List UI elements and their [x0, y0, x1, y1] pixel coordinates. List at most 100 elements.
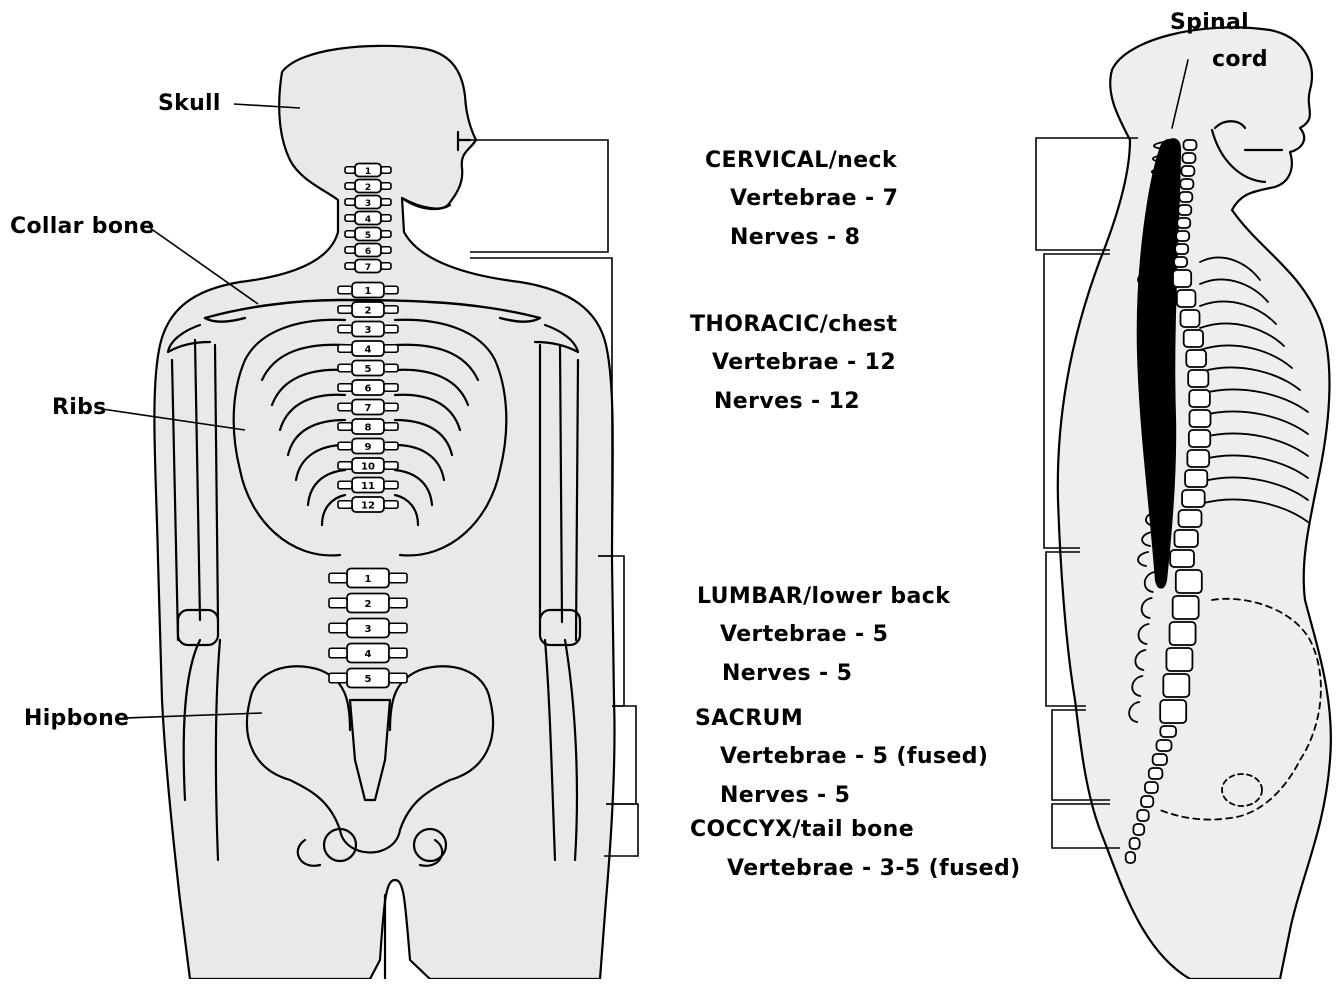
side-vertebra — [1174, 530, 1197, 547]
region-thoracic-vertebrae: Vertebrae - 12 — [712, 350, 896, 375]
side-vertebra — [1153, 754, 1167, 765]
front-vertebra-process-thoracic-7-right — [384, 403, 398, 411]
region-sacrum-nerves: Nerves - 5 — [720, 783, 850, 808]
front-vertebra-number-cervical-3: 3 — [365, 199, 371, 209]
front-vertebra-process-lumbar-4-right — [389, 648, 407, 658]
region-sacrum-title: SACRUM — [695, 706, 803, 731]
side-vertebra — [1163, 674, 1189, 697]
front-vertebra-number-cervical-4: 4 — [365, 215, 371, 225]
front-vertebra-process-lumbar-3-left — [329, 623, 347, 633]
bracket-cervical-front — [470, 140, 608, 252]
front-vertebra-process-thoracic-5-right — [384, 364, 398, 372]
side-vertebra — [1173, 596, 1199, 619]
side-vertebra — [1181, 310, 1200, 327]
front-vertebra-process-thoracic-1-right — [384, 286, 398, 294]
front-vertebra-process-thoracic-9-right — [384, 442, 398, 450]
side-vertebra — [1175, 244, 1188, 254]
front-vertebra-process-cervical-1-right — [381, 167, 391, 174]
front-vertebra-process-cervical-6-left — [345, 247, 355, 254]
side-vertebra — [1141, 796, 1153, 807]
side-vertebra — [1184, 330, 1203, 347]
label-hipbone: Hipbone — [24, 706, 129, 731]
front-vertebra-process-thoracic-12-right — [384, 501, 398, 509]
front-vertebra-process-lumbar-1-left — [329, 573, 347, 583]
front-vertebra-number-lumbar-4: 4 — [365, 649, 372, 660]
region-lumbar-vertebrae: Vertebrae - 5 — [720, 622, 888, 647]
side-vertebra — [1188, 370, 1208, 387]
front-vertebra-process-thoracic-11-right — [384, 481, 398, 489]
front-vertebra-process-thoracic-12-left — [338, 501, 352, 509]
side-vertebra — [1180, 179, 1193, 189]
side-vertebra — [1189, 430, 1210, 447]
side-vertebra — [1160, 700, 1186, 723]
front-vertebra-number-thoracic-5: 5 — [365, 364, 372, 375]
front-vertebra-process-thoracic-8-right — [384, 423, 398, 431]
side-figure — [1058, 27, 1331, 979]
front-vertebra-number-thoracic-4: 4 — [365, 345, 372, 356]
front-vertebra-process-cervical-5-left — [345, 231, 355, 238]
front-vertebra-process-thoracic-3-left — [338, 325, 352, 333]
front-vertebra-number-thoracic-3: 3 — [365, 325, 372, 336]
side-vertebra — [1137, 810, 1149, 821]
side-vertebra — [1190, 410, 1211, 427]
front-vertebra-number-cervical-2: 2 — [365, 183, 371, 193]
front-vertebra-process-thoracic-5-left — [338, 364, 352, 372]
front-vertebra-process-cervical-4-left — [345, 215, 355, 222]
front-vertebra-process-cervical-4-right — [381, 215, 391, 222]
front-vertebra-process-thoracic-6-left — [338, 384, 352, 392]
region-lumbar-nerves: Nerves - 5 — [722, 661, 852, 686]
front-vertebra-number-lumbar-1: 1 — [365, 574, 372, 585]
label-ribs: Ribs — [52, 395, 107, 420]
side-vertebra — [1184, 140, 1197, 150]
side-vertebra — [1182, 490, 1205, 507]
front-vertebra-number-cervical-6: 6 — [365, 247, 371, 257]
front-vertebra-process-cervical-3-right — [381, 199, 391, 206]
front-vertebra-number-cervical-5: 5 — [365, 231, 371, 241]
front-vertebra-number-lumbar-2: 2 — [365, 599, 372, 610]
side-vertebra — [1179, 510, 1202, 527]
side-vertebra — [1126, 852, 1135, 863]
label-spinal-cord-line2: cord — [1212, 47, 1268, 72]
front-vertebra-process-thoracic-8-left — [338, 423, 352, 431]
front-vertebra-process-thoracic-2-left — [338, 306, 352, 314]
front-vertebra-process-thoracic-9-left — [338, 442, 352, 450]
side-vertebra — [1179, 192, 1192, 202]
front-vertebra-process-lumbar-4-left — [329, 648, 347, 658]
side-vertebra — [1181, 166, 1194, 176]
region-cervical-vertebrae: Vertebrae - 7 — [730, 186, 898, 211]
front-vertebra-process-thoracic-10-left — [338, 462, 352, 470]
front-vertebra-process-lumbar-2-left — [329, 598, 347, 608]
front-vertebra-process-cervical-1-left — [345, 167, 355, 174]
region-cervical-nerves: Nerves - 8 — [730, 225, 860, 250]
front-vertebra-process-thoracic-4-left — [338, 345, 352, 353]
front-vertebra-process-cervical-5-right — [381, 231, 391, 238]
side-vertebra — [1160, 726, 1176, 737]
front-vertebra-process-lumbar-5-left — [329, 673, 347, 683]
side-vertebra — [1186, 350, 1206, 367]
side-vertebra — [1177, 218, 1190, 228]
side-vertebra — [1176, 231, 1189, 241]
front-vertebra-process-thoracic-3-right — [384, 325, 398, 333]
front-vertebra-process-cervical-2-left — [345, 183, 355, 190]
side-vertebra — [1176, 570, 1202, 593]
front-vertebra-process-thoracic-2-right — [384, 306, 398, 314]
region-coccyx-vertebrae: Vertebrae - 3-5 (fused) — [727, 856, 1021, 881]
label-spinal-cord-line1: Spinal — [1170, 10, 1249, 35]
front-vertebra-number-thoracic-10: 10 — [361, 462, 375, 473]
front-vertebra-number-thoracic-1: 1 — [365, 286, 372, 297]
side-vertebra — [1149, 768, 1163, 779]
front-vertebra-process-lumbar-1-right — [389, 573, 407, 583]
front-vertebra-number-thoracic-11: 11 — [361, 481, 375, 492]
front-vertebra-number-thoracic-8: 8 — [365, 423, 372, 434]
side-vertebra — [1174, 257, 1187, 267]
side-vertebra — [1130, 838, 1140, 849]
front-vertebra-process-cervical-3-left — [345, 199, 355, 206]
front-vertebra-number-lumbar-3: 3 — [365, 624, 372, 635]
side-vertebra — [1187, 450, 1209, 467]
front-vertebra-process-cervical-6-right — [381, 247, 391, 254]
front-vertebra-process-lumbar-2-right — [389, 598, 407, 608]
region-thoracic-title: THORACIC/chest — [690, 312, 897, 337]
side-vertebra — [1177, 290, 1196, 307]
